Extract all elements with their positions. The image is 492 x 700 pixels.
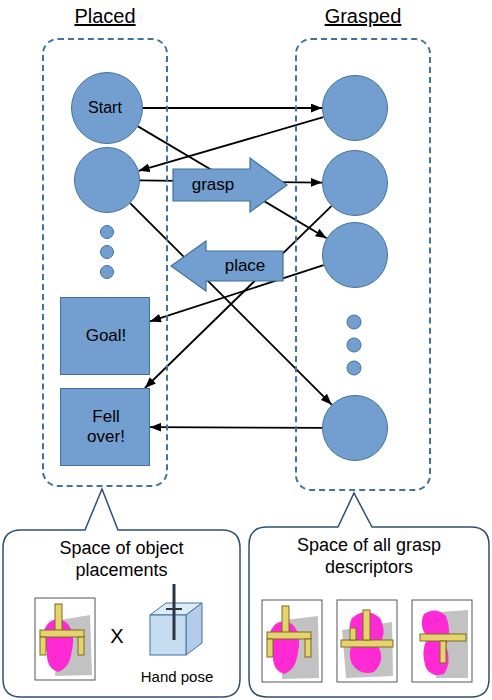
state-node [322,395,388,461]
picture-frame [35,598,95,680]
picture-frame [262,600,322,682]
dot [347,315,361,329]
state-set-container: Grasped [295,38,431,491]
gripper-finger [267,639,273,657]
picture-frame [337,600,397,682]
grasp-picture [412,600,472,682]
state-node [74,147,140,213]
callout-bubble: Space of object placementsX Hand pose [3,530,240,697]
dot [101,246,114,259]
callout-bubble [249,493,489,697]
set-heading: Grasped [295,4,431,28]
hand-axis [173,584,176,640]
set-heading: Placed [42,4,168,28]
callout-heading: Space of all grasp descriptors [269,535,469,578]
callout-bubble: Space of all grasp descriptors [249,527,489,697]
object-points [422,610,449,675]
cube-front [150,615,186,655]
node-label: place [208,251,282,281]
state-node: Start [71,72,143,144]
block-arrow-outline [173,158,287,212]
node-label: Fell over! [75,407,137,448]
picture-label: X [105,624,129,648]
block-arrow: grasp [172,157,288,213]
callout-heading: Space of object placements [13,538,230,581]
dot [101,266,114,279]
transition-arrow [130,203,331,404]
state-node [322,222,388,288]
cube-side [186,603,202,655]
node-label: Start [76,98,134,117]
hand-pose-cube [150,584,202,655]
gripper-palm [420,634,466,641]
hand-bar [166,608,182,610]
node-label: grasp [176,169,250,201]
gripper-finger [78,637,84,655]
picture-label: Hand pose [121,668,233,686]
gripper-finger [440,641,446,663]
picture-frame [412,600,472,682]
state-node [322,150,388,216]
transition-arrow [145,206,331,388]
grasp-picture [337,600,397,682]
gripper-finger [40,637,46,655]
dot [347,361,361,375]
gripper-finger [350,628,356,640]
dot [347,338,361,352]
gripper-palm [267,632,311,639]
dot [101,226,114,239]
node-label: Goal! [65,326,147,346]
gripper-palm [40,630,84,637]
block-arrow: place [170,240,284,292]
callout-bubble [3,489,240,697]
gripper-finger [305,639,311,657]
block-arrow-outline [171,241,283,291]
placement-picture [35,598,95,680]
gripper-finger [363,610,370,640]
terminal-state-box: Goal! [60,297,150,375]
terminal-state-box: Fell over! [60,388,150,466]
state-node [322,75,388,141]
grasp-picture [262,600,322,682]
gripper-palm [341,640,393,647]
state-set-container: PlacedStartGoal!Fell over! [42,38,168,487]
